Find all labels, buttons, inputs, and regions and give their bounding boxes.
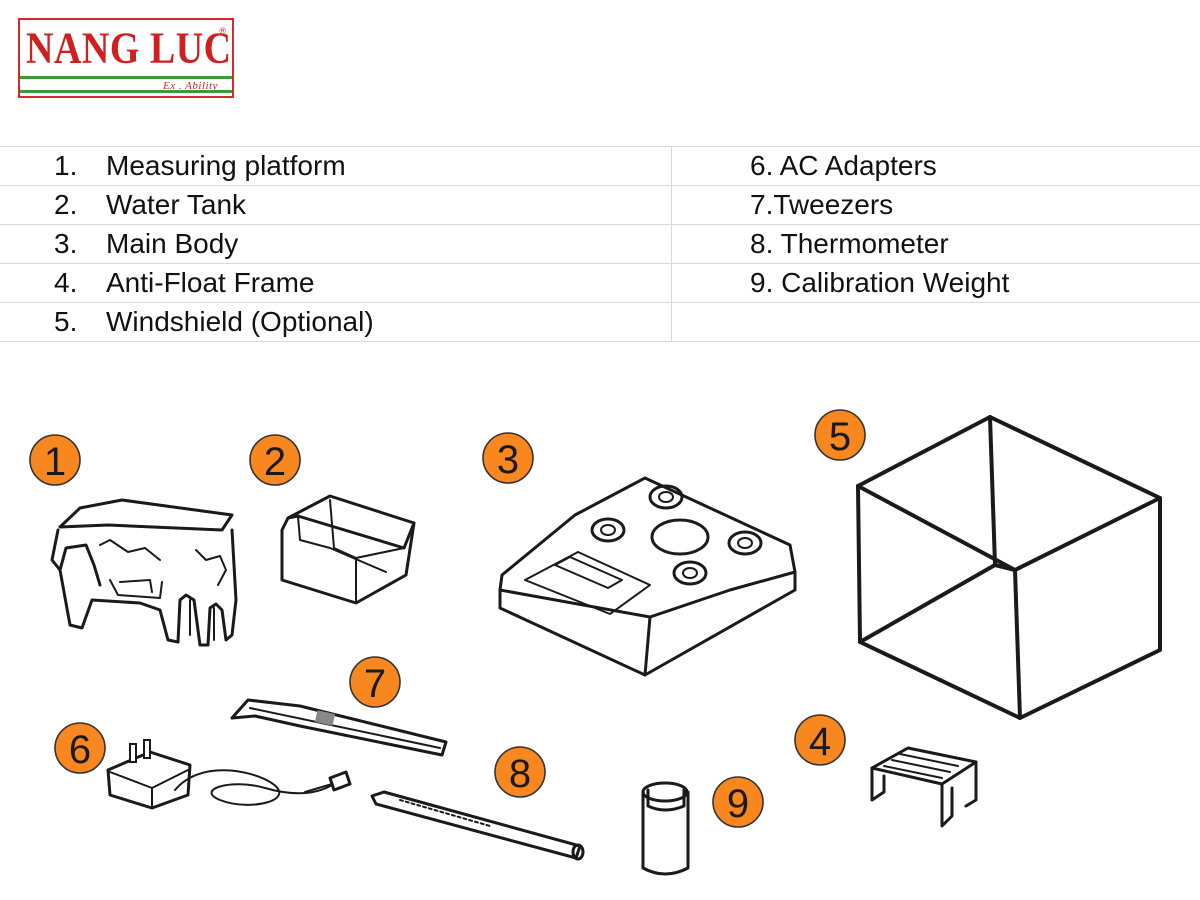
thermometer-drawing (370, 790, 585, 861)
part-cell: 5. Windshield (Optional) (0, 302, 672, 342)
svg-text:5: 5 (829, 415, 851, 459)
table-row: 5. Windshield (Optional) (0, 302, 1200, 342)
part-number: 5. (54, 306, 78, 337)
anti-float-frame-drawing (870, 746, 978, 828)
svg-text:3: 3 (497, 438, 519, 482)
badge-6: 6 (54, 722, 106, 774)
logo-registered-mark: ® (219, 26, 226, 36)
part-cell: 1. Measuring platform (0, 146, 672, 186)
part-label: Main Body (106, 228, 239, 259)
badge-2: 2 (249, 434, 301, 486)
svg-text:2: 2 (264, 440, 286, 484)
part-cell: 9. Calibration Weight (671, 263, 1200, 303)
tweezers-grip (314, 710, 336, 726)
part-label: Water Tank (106, 189, 247, 220)
calibration-weight-drawing (641, 781, 690, 876)
part-cell: 8. Thermometer (671, 224, 1200, 264)
part-number: 3. (54, 228, 78, 259)
badge-1: 1 (29, 434, 81, 486)
svg-text:4: 4 (809, 720, 831, 764)
badge-8: 8 (494, 746, 546, 798)
badge-7: 7 (349, 656, 401, 708)
part-cell: 3. Main Body (0, 224, 672, 264)
part-number: 2. (54, 189, 78, 220)
logo-tagline: Ex . Ability (163, 80, 218, 92)
measuring-platform-drawing (50, 498, 238, 647)
main-body-drawing (498, 476, 797, 677)
svg-text:9: 9 (727, 782, 749, 826)
part-cell: 4. Anti-Float Frame (0, 263, 672, 303)
tweezers-drawing (230, 698, 448, 757)
svg-text:1: 1 (44, 440, 66, 484)
windshield-drawing (856, 415, 1162, 720)
table-row: 1. Measuring platform 6. AC Adapters (0, 146, 1200, 186)
part-cell (671, 302, 1200, 342)
svg-text:7: 7 (364, 662, 386, 706)
part-cell: 7.Tweezers (671, 185, 1200, 225)
table-row: 4. Anti-Float Frame 9. Calibration Weight (0, 263, 1200, 303)
part-label: Anti-Float Frame (106, 267, 315, 298)
part-number: 1. (54, 150, 78, 181)
ac-adapter-drawing (106, 739, 352, 810)
parts-table: 1. Measuring platform 6. AC Adapters 2. Wa… (0, 146, 1200, 342)
logo-stripe (20, 76, 232, 79)
table-row: 3. Main Body 8. Thermometer (0, 224, 1200, 264)
logo-wordmark: NANG LUC (26, 23, 232, 74)
svg-text:6: 6 (69, 728, 91, 772)
part-cell: 6. AC Adapters (671, 146, 1200, 186)
badge-3: 3 (482, 432, 534, 484)
badge-5: 5 (814, 409, 866, 461)
svg-text:8: 8 (509, 752, 531, 796)
part-label: Measuring platform (106, 150, 346, 181)
part-label: Windshield (Optional) (106, 306, 374, 337)
water-tank-drawing (280, 494, 416, 605)
badge-9: 9 (712, 776, 764, 828)
badge-4: 4 (794, 714, 846, 766)
part-number: 4. (54, 267, 78, 298)
logo-stripe-bottom (20, 90, 232, 93)
brand-logo: NANG LUC ® Ex . Ability (18, 18, 234, 98)
